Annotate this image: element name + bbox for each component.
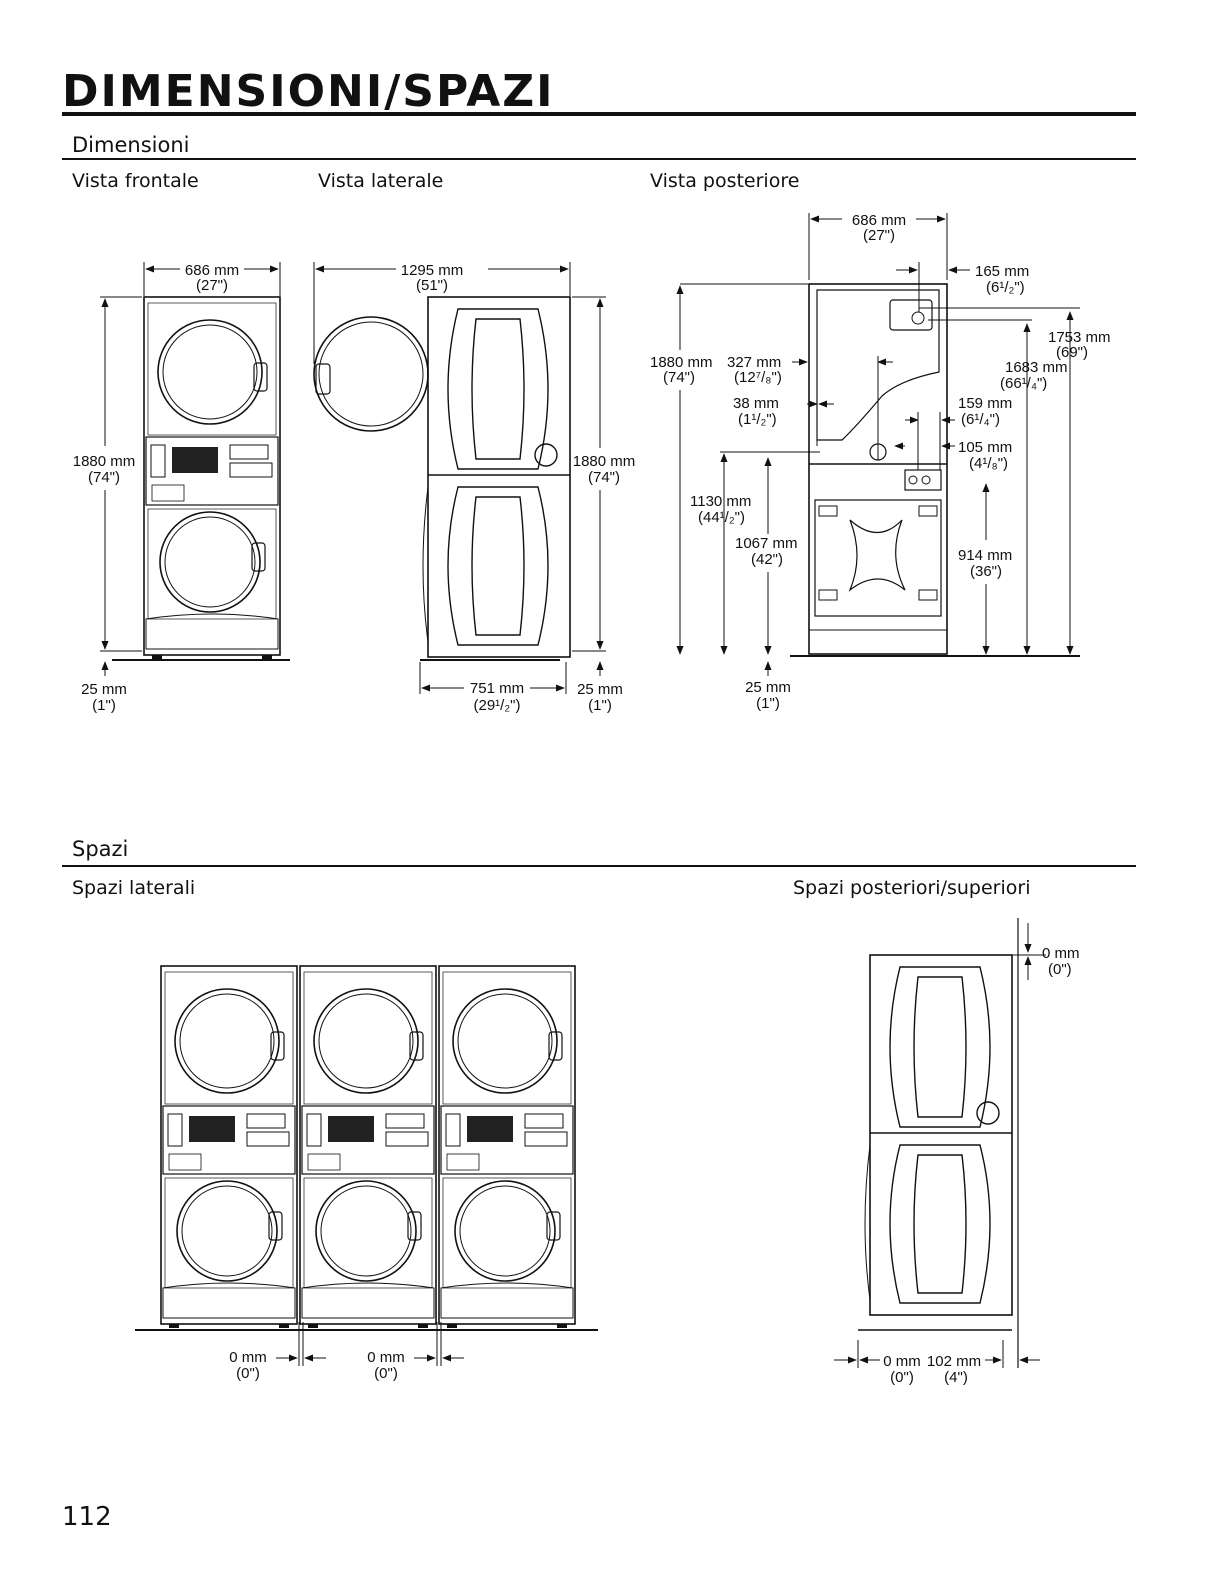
label-front-view: Vista frontale [72,170,199,192]
front-height-mm: 1880 mm [73,453,136,470]
side-base-mm: 25 mm [577,681,623,698]
rear-105-in: (4¹/₈") [969,455,1008,472]
rear-dim-lines [676,213,1080,676]
rear-top-clearance-dim-lines [834,923,1046,1368]
rear-clearance-mm: 102 mm [927,1353,981,1370]
front-height-in: (74") [88,469,120,486]
label-rear-view: Vista posteriore [650,170,800,192]
side-gap2-mm: 0 mm [367,1349,405,1366]
page-title: DIMENSIONI/SPAZI [62,66,555,117]
side-height-mm: 1880 mm [573,453,636,470]
rear-top-clearance-drawing [858,918,1019,1368]
section-heading-spazi: Spazi [72,837,129,861]
top-clearance-in: (0") [1048,961,1072,978]
side-door-in: (51") [416,277,448,294]
side-dim-lines [313,262,606,694]
side-base-in: (1") [588,697,612,714]
rear-1130-mm: 1130 mm [690,493,751,510]
rear-1067-in: (42") [751,551,783,568]
rear-165-in: (6¹/₂") [986,279,1025,296]
section-heading-dimensioni: Dimensioni [72,133,190,157]
side-gap1-in: (0") [236,1365,260,1382]
label-rear-top-clearance: Spazi posteriori/superiori [793,877,1031,899]
front-base-in: (1") [92,697,116,714]
side-clearance-drawing [135,965,598,1331]
front-width-mm: 686 mm [185,262,239,279]
front-width-in: (27") [196,277,228,294]
front-view-drawing [112,296,290,661]
rear-1880-in: (74") [663,369,695,386]
rear-38-in: (1¹/₂") [738,411,777,428]
rear-1130-in: (44¹/₂") [698,509,745,526]
title-rule [62,112,1136,116]
rear-1880-mm: 1880 mm [650,354,713,371]
rear-1753-in: (69") [1056,344,1088,361]
rear-105-mm: 105 mm [958,439,1012,456]
rear-base-in: (1") [756,695,780,712]
label-side-view: Vista laterale [318,170,444,192]
rear-width-mm: 686 mm [852,212,906,229]
front-clearance-mm: 0 mm [883,1353,921,1370]
rear-159-mm: 159 mm [958,395,1012,412]
front-dim-lines [100,262,281,676]
side-door-mm: 1295 mm [401,262,464,279]
side-depth-in: (29¹/₂") [474,697,521,714]
rear-327-mm: 327 mm [727,354,781,371]
rear-1683-in: (66¹/₄") [1000,375,1047,392]
side-gap1-mm: 0 mm [229,1349,267,1366]
top-clearance-mm: 0 mm [1042,945,1080,962]
side-depth-mm: 751 mm [470,680,524,697]
front-base-mm: 25 mm [81,681,127,698]
rear-1067-mm: 1067 mm [735,535,798,552]
label-side-clearance: Spazi laterali [72,877,196,899]
section-rule-dimensioni [62,158,1136,160]
rear-width-in: (27") [863,227,895,244]
rear-clearance-in: (4") [944,1369,968,1386]
rear-view-drawing [790,283,1080,657]
rear-914-mm: 914 mm [958,547,1012,564]
side-view-drawing [313,296,571,661]
rear-38-mm: 38 mm [733,395,779,412]
rear-159-in: (6¹/₄") [961,411,1000,428]
rear-165-mm: 165 mm [975,263,1029,280]
rear-1683-mm: 1683 mm [1005,359,1068,376]
side-clearance-dim-lines [276,1322,464,1366]
rear-base-mm: 25 mm [745,679,791,696]
rear-327-in: (12⁷/₈") [734,369,782,386]
rear-914-in: (36") [970,563,1002,580]
front-clearance-in: (0") [890,1369,914,1386]
section-rule-spazi [62,865,1136,867]
page-number: 112 [62,1502,112,1532]
side-height-in: (74") [588,469,620,486]
rear-1753-mm: 1753 mm [1048,329,1111,346]
side-gap2-in: (0") [374,1365,398,1382]
